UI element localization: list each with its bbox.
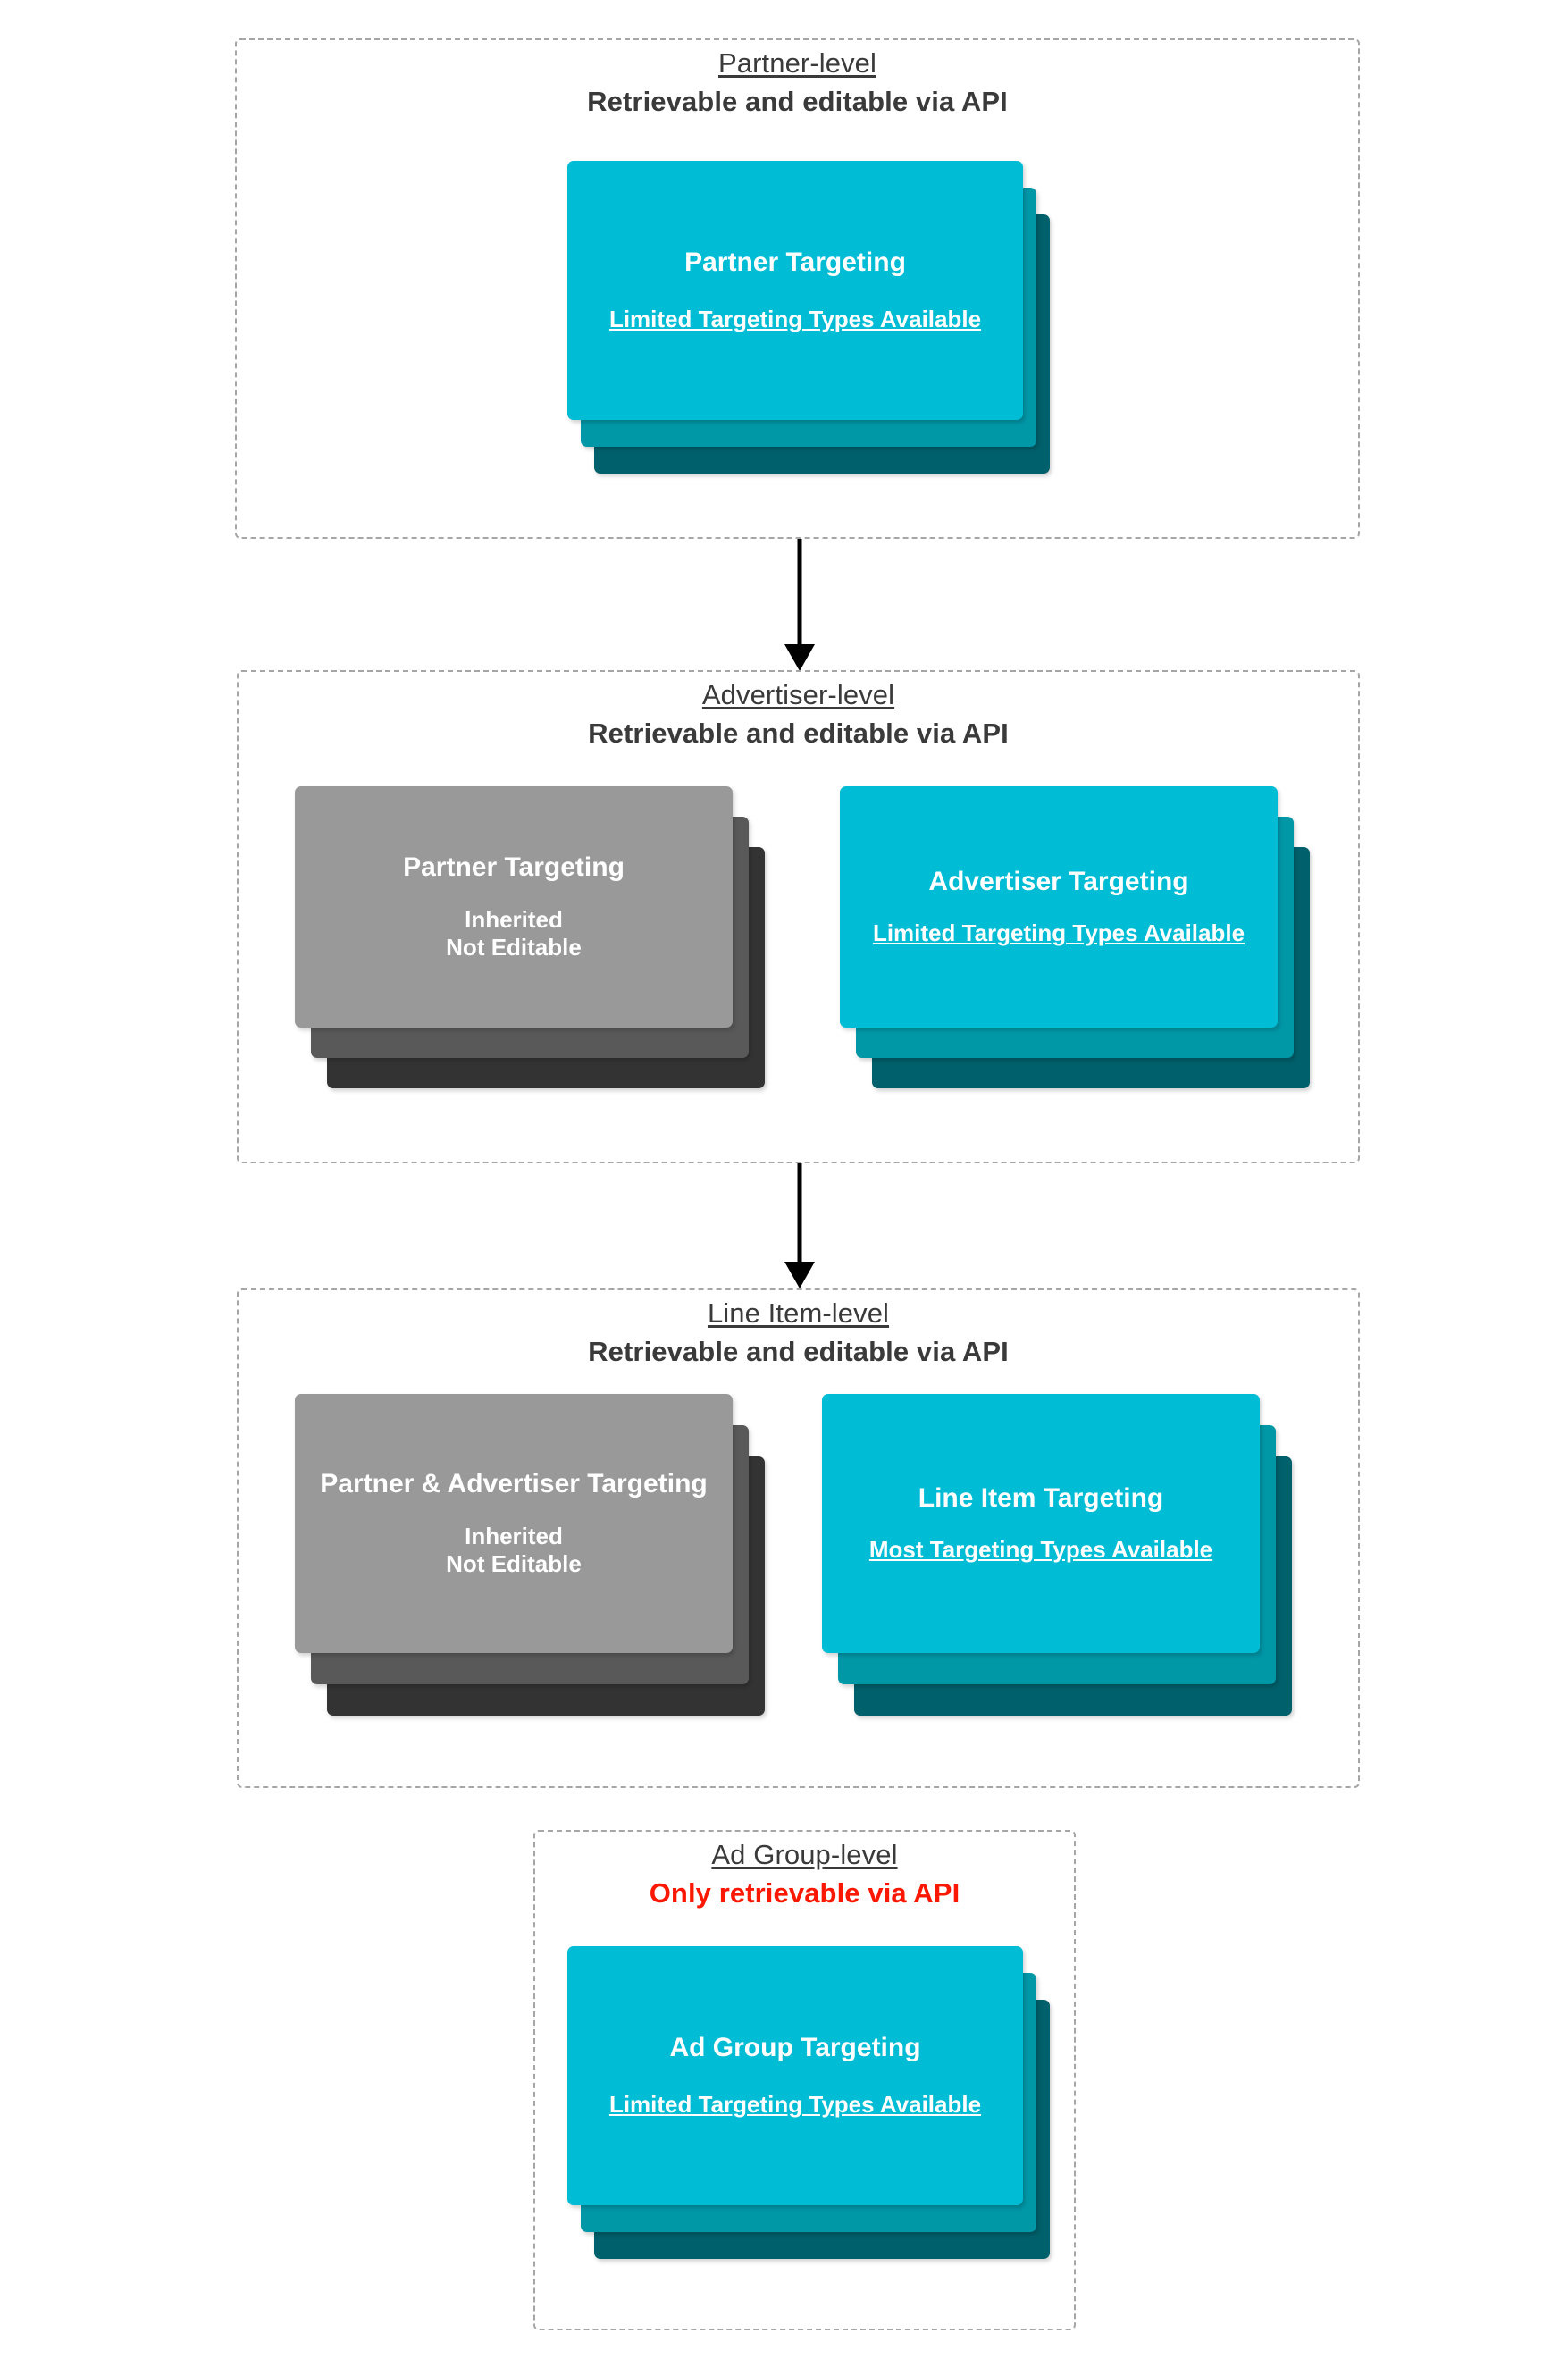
arrow-shaft: [797, 539, 802, 646]
card-partner-targeting[interactable]: Partner Targeting Limited Targeting Type…: [567, 161, 1023, 420]
connector-partner-to-advertiser: [773, 539, 826, 671]
card-stack-line-item-targeting: Line Item Targeting Most Targeting Types…: [822, 1394, 1322, 1751]
card-title: Partner Targeting: [403, 852, 625, 882]
card-note-line1: Inherited: [465, 905, 563, 933]
arrow-shaft: [797, 1163, 802, 1263]
arrow-head-icon: [784, 1262, 815, 1288]
card-stack-inherited-partner-targeting: Partner Targeting Inherited Not Editable: [295, 786, 777, 1126]
card-ad-group-targeting[interactable]: Ad Group Targeting Limited Targeting Typ…: [567, 1946, 1023, 2205]
card-note-line1: Inherited: [465, 1522, 563, 1549]
card-stack-inherited-partner-advertiser-targeting: Partner & Advertiser Targeting Inherited…: [295, 1394, 777, 1751]
level-container-ad-group: [533, 1830, 1076, 2330]
level-container-advertiser: [237, 670, 1360, 1163]
card-title: Advertiser Targeting: [928, 866, 1189, 896]
card-advertiser-targeting[interactable]: Advertiser Targeting Limited Targeting T…: [840, 786, 1278, 1028]
card-note-line2: Not Editable: [446, 1550, 582, 1578]
card-inherited-partner-targeting[interactable]: Partner Targeting Inherited Not Editable: [295, 786, 733, 1028]
arrow-head-icon: [784, 644, 815, 671]
card-line-item-targeting[interactable]: Line Item Targeting Most Targeting Types…: [822, 1394, 1260, 1653]
card-title: Partner & Advertiser Targeting: [320, 1468, 708, 1498]
level-title-advertiser: Advertiser-level: [701, 679, 895, 710]
level-container-line-item: [237, 1288, 1360, 1788]
card-note: Most Targeting Types Available: [868, 1536, 1213, 1564]
card-title: Ad Group Targeting: [669, 2032, 921, 2062]
level-title-line-item: Line Item-level: [707, 1297, 890, 1329]
level-subtitle-partner: Retrievable and editable via API: [587, 85, 1008, 117]
level-header-line-item: Line Item-level Retrievable and editable…: [237, 1297, 1360, 1368]
level-title-partner: Partner-level: [717, 47, 877, 79]
level-subtitle-advertiser: Retrievable and editable via API: [588, 717, 1009, 749]
level-subtitle-line-item: Retrievable and editable via API: [588, 1335, 1009, 1367]
card-inherited-partner-advertiser-targeting[interactable]: Partner & Advertiser Targeting Inherited…: [295, 1394, 733, 1653]
level-container-partner: [235, 38, 1360, 539]
level-title-ad-group: Ad Group-level: [711, 1839, 898, 1870]
card-note: Limited Targeting Types Available: [608, 306, 982, 333]
card-stack-advertiser-targeting: Advertiser Targeting Limited Targeting T…: [840, 786, 1322, 1126]
card-title: Line Item Targeting: [918, 1482, 1164, 1513]
card-note-line2: Not Editable: [446, 934, 582, 961]
card-title: Partner Targeting: [684, 247, 906, 277]
level-header-advertiser: Advertiser-level Retrievable and editabl…: [237, 679, 1360, 750]
card-stack-ad-group-targeting: Ad Group Targeting Limited Targeting Typ…: [567, 1946, 1050, 2277]
card-stack-partner-targeting: Partner Targeting Limited Targeting Type…: [567, 161, 1050, 491]
level-header-ad-group: Ad Group-level Only retrievable via API: [533, 1839, 1076, 1910]
card-note: Limited Targeting Types Available: [608, 2091, 982, 2119]
level-subtitle-ad-group: Only retrievable via API: [649, 1876, 960, 1909]
level-header-partner: Partner-level Retrievable and editable v…: [235, 47, 1360, 118]
connector-advertiser-to-line-item: [773, 1163, 826, 1288]
card-note: Limited Targeting Types Available: [872, 919, 1245, 947]
